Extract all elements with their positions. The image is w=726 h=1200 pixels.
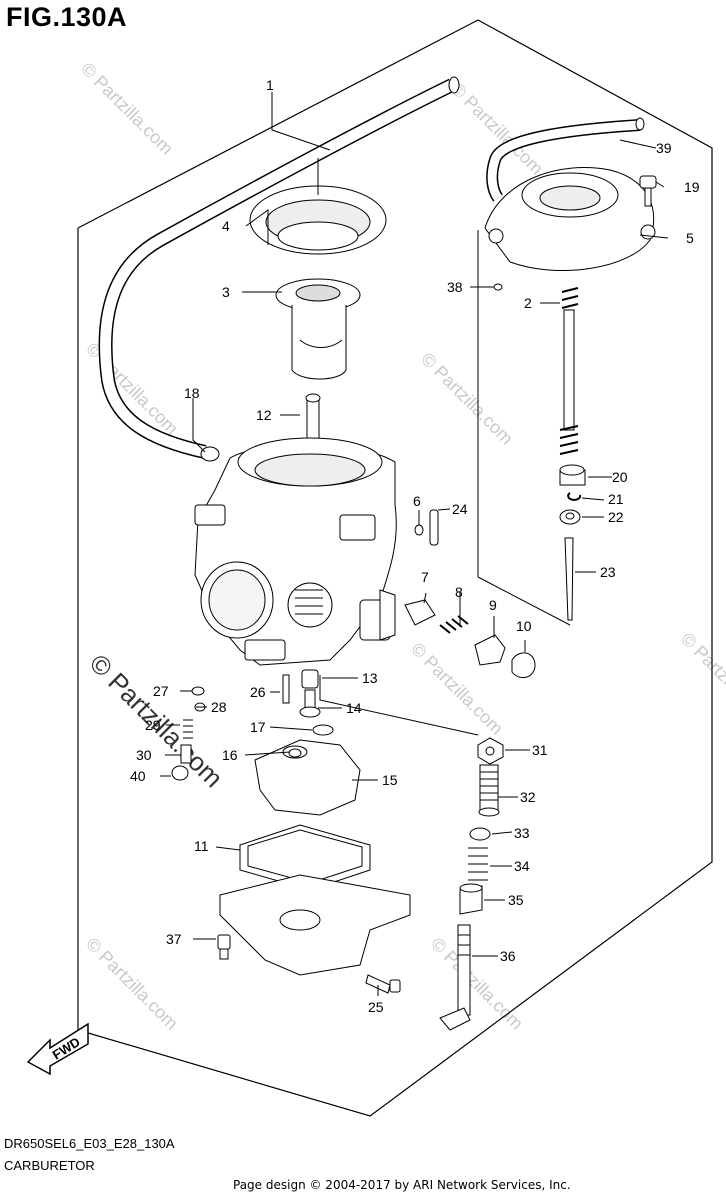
callout-5: 5 [686,230,694,246]
callout-18: 18 [184,385,200,401]
callout-15: 15 [382,772,398,788]
callout-11: 11 [194,838,209,854]
adjuster-32 [478,764,500,817]
callout-22: 22 [608,509,624,525]
cap-10 [511,652,536,679]
watermark: © Partzilla.com [77,59,177,159]
screw-30 [180,744,192,764]
nut-31 [477,737,504,765]
leader-lines [160,92,669,996]
callout-23: 23 [600,564,616,580]
needle-spring-2 [559,287,579,455]
callout-4: 4 [222,218,230,234]
float-15 [254,739,361,816]
carburetor-body [194,437,397,666]
washer-22 [559,509,581,525]
o-ring-17 [312,724,334,736]
callout-33: 33 [514,825,530,841]
watermark: © Partzilla.com [417,349,517,449]
vent-hose-39 [486,117,645,202]
watermark: © Partzilla.com [677,629,726,729]
main-jet-14 [299,689,321,718]
jet-needle-23 [564,537,574,621]
callout-38: 38 [447,279,463,295]
callout-8: 8 [455,584,463,600]
callout-7: 7 [421,569,429,585]
callout-14: 14 [346,700,362,716]
watermark: © Partzilla.com [82,934,182,1034]
sleeve-35 [459,883,483,915]
o-ring-33 [469,827,491,841]
e-clip-21 [567,492,582,501]
spring-8 [439,615,469,634]
callout-20: 20 [612,469,628,485]
o-ring-27 [191,686,205,696]
callout-21: 21 [608,491,624,507]
gasket-11 [239,824,371,891]
piston-valve-3 [275,278,361,380]
screw-37 [217,934,231,960]
spring-29 [183,719,193,739]
callout-40: 40 [130,768,146,784]
callout-39: 39 [656,140,672,156]
figure-title: FIG.130A [6,2,128,32]
callout-29: 29 [145,717,161,733]
bolt-36 [439,924,471,1031]
callout-9: 9 [489,597,497,613]
starter-plunger-9 [474,634,506,666]
callout-19: 19 [684,179,700,195]
callout-28: 28 [211,699,227,715]
callout-36: 36 [500,948,516,964]
copyright-notice: Page design © 2004-2017 by ARI Network S… [233,1178,571,1192]
callout-37: 37 [166,931,182,947]
washer-6 [414,524,424,536]
forward-direction-arrow: FWD [26,1022,89,1076]
cap-40 [171,765,189,781]
callout-31: 31 [532,742,548,758]
callout-16: 16 [222,747,238,763]
pilot-jet-26 [282,674,290,704]
callout-2: 2 [524,295,532,311]
callout-24: 24 [452,501,468,517]
callout-labels: 1 2 3 4 5 6 7 8 9 10 11 12 13 14 15 16 1… [130,77,700,1015]
callout-10: 10 [516,618,532,634]
callout-12: 12 [256,407,272,423]
callout-1: 1 [266,77,274,93]
callout-25: 25 [368,999,384,1015]
fuel-hose-1 [98,76,460,462]
callout-32: 32 [520,789,536,805]
callout-6: 6 [413,493,421,509]
callout-27: 27 [153,683,169,699]
callout-17: 17 [250,719,266,735]
figure-caption: CARBURETOR [4,1158,95,1173]
spring-34 [468,847,488,881]
clip-38 [493,283,503,291]
float-chamber [219,874,411,976]
callout-34: 34 [514,858,530,874]
callout-26: 26 [250,684,266,700]
callout-13: 13 [362,670,378,686]
callout-30: 30 [136,747,152,763]
screw-19 [639,175,657,207]
jet-13 [301,669,319,689]
top-cap-5 [484,167,656,272]
needle-valve-16 [288,748,302,758]
needle-holder-20 [559,464,586,486]
callout-3: 3 [222,284,230,300]
plunger-7 [404,599,436,626]
diaphragm-4 [249,185,387,255]
screw-25 [365,974,401,994]
pin-24 [429,509,439,546]
figure-code: DR650SEL6_E03_E28_130A [4,1136,175,1151]
callout-35: 35 [508,892,524,908]
